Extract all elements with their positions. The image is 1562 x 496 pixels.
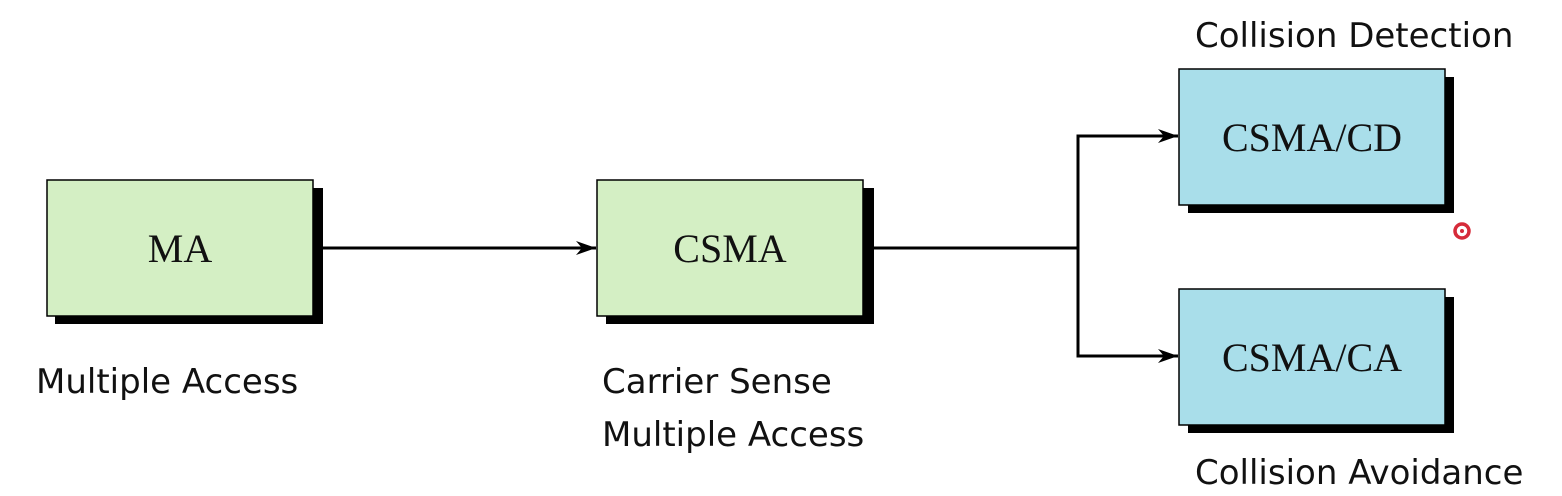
caption-carrier-sense: Carrier Sense (602, 362, 832, 402)
node-csma-label: CSMA (673, 226, 786, 271)
node-ma-label: MA (148, 226, 213, 271)
node-csma-ca-label: CSMA/CA (1222, 335, 1402, 380)
node-csma-cd-box (1178, 68, 1446, 206)
node-csma-cd-label: CSMA/CD (1222, 115, 1402, 160)
cursor-pointer-icon (1453, 222, 1471, 240)
node-csma-ca: CSMA/CA (1178, 288, 1454, 433)
caption-multiple-access: Multiple Access (36, 362, 298, 402)
caption-collision-detection: Collision Detection (1195, 16, 1513, 56)
caption-carrier-sense-multiple-access: Multiple Access (602, 415, 864, 455)
node-csma-ca-box (1178, 288, 1446, 426)
node-ma: MA (46, 179, 323, 324)
node-csma: CSMA (596, 179, 874, 324)
node-csma-box (596, 179, 864, 317)
caption-collision-avoidance: Collision Avoidance (1195, 453, 1523, 493)
node-csma-cd: CSMA/CD (1178, 68, 1454, 213)
node-ma-box (46, 179, 314, 317)
